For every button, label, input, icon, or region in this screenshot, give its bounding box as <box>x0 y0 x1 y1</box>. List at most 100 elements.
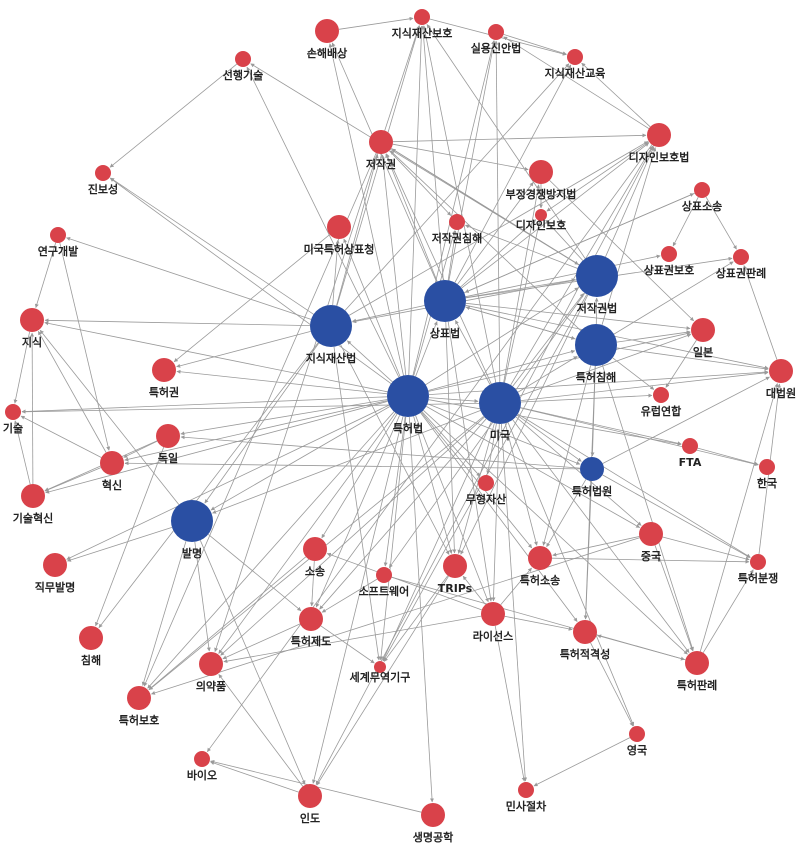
node-n33[interactable]: 특허법원 <box>572 457 612 498</box>
node-circle[interactable] <box>528 546 552 570</box>
node-n45[interactable]: 특허제도 <box>291 607 331 648</box>
node-circle[interactable] <box>199 652 223 676</box>
node-circle[interactable] <box>235 51 251 67</box>
node-n06[interactable]: 저작권 <box>366 130 396 171</box>
node-circle[interactable] <box>156 424 180 448</box>
node-n27[interactable]: 미국 <box>479 382 521 442</box>
node-n29[interactable]: 독일 <box>156 424 180 465</box>
node-circle[interactable] <box>424 280 466 322</box>
node-n35[interactable]: 기술혁신 <box>13 484 53 525</box>
node-circle[interactable] <box>194 751 210 767</box>
node-circle[interactable] <box>733 249 749 265</box>
node-circle[interactable] <box>575 324 617 366</box>
node-circle[interactable] <box>171 500 213 542</box>
node-n26[interactable]: 특허법 <box>387 375 429 435</box>
node-circle[interactable] <box>387 375 429 417</box>
node-circle[interactable] <box>443 554 467 578</box>
node-circle[interactable] <box>580 457 604 481</box>
node-n23[interactable]: 특허권 <box>149 358 179 399</box>
node-n31[interactable]: 혁신 <box>100 451 124 492</box>
node-n08[interactable]: 진보성 <box>88 165 118 196</box>
node-circle[interactable] <box>629 726 645 742</box>
node-circle[interactable] <box>488 24 504 40</box>
node-n55[interactable]: 인도 <box>298 784 322 825</box>
node-n42[interactable]: 소프트웨어 <box>359 567 410 598</box>
node-circle[interactable] <box>769 359 793 383</box>
node-n24[interactable]: 대법원 <box>766 359 796 400</box>
node-n20[interactable]: 지식재산법 <box>306 305 357 365</box>
node-circle[interactable] <box>759 459 775 475</box>
node-n28[interactable]: 기술 <box>3 404 23 435</box>
node-n21[interactable]: 일본 <box>691 318 715 359</box>
node-n48[interactable]: 의약품 <box>196 652 226 693</box>
node-circle[interactable] <box>573 620 597 644</box>
node-circle[interactable] <box>518 782 534 798</box>
node-n15[interactable]: 상표권보호 <box>644 246 695 277</box>
node-circle[interactable] <box>50 227 66 243</box>
node-n19[interactable]: 지식 <box>20 308 44 349</box>
node-n01[interactable]: 손해배상 <box>307 19 347 60</box>
node-circle[interactable] <box>529 160 553 184</box>
node-n12[interactable]: 디자인보호 <box>516 209 567 232</box>
node-circle[interactable] <box>567 49 583 65</box>
node-n40[interactable]: 특허소송 <box>520 546 560 587</box>
node-circle[interactable] <box>535 209 547 221</box>
node-circle[interactable] <box>750 554 766 570</box>
node-circle[interactable] <box>694 182 710 198</box>
node-circle[interactable] <box>576 255 618 297</box>
node-n46[interactable]: 침해 <box>79 626 103 667</box>
node-circle[interactable] <box>449 214 465 230</box>
node-n10[interactable]: 상표소송 <box>682 182 722 213</box>
node-circle[interactable] <box>479 382 521 424</box>
node-circle[interactable] <box>682 438 698 454</box>
node-circle[interactable] <box>661 246 677 262</box>
node-n47[interactable]: 특허적격성 <box>560 620 611 661</box>
node-n02[interactable]: 지식재산보호 <box>392 9 453 40</box>
node-circle[interactable] <box>43 553 67 577</box>
node-circle[interactable] <box>299 607 323 631</box>
node-n52[interactable]: 영국 <box>627 726 647 757</box>
node-circle[interactable] <box>691 318 715 342</box>
node-n07[interactable]: 디자인보호법 <box>629 123 690 164</box>
node-circle[interactable] <box>310 305 352 347</box>
node-circle[interactable] <box>414 9 430 25</box>
node-circle[interactable] <box>376 567 392 583</box>
node-n17[interactable]: 저작권법 <box>576 255 618 315</box>
node-circle[interactable] <box>20 308 44 332</box>
node-n05[interactable]: 선행기술 <box>223 51 263 82</box>
node-circle[interactable] <box>639 522 663 546</box>
node-circle[interactable] <box>374 661 386 673</box>
node-circle[interactable] <box>653 387 669 403</box>
node-n04[interactable]: 지식재산교육 <box>545 49 606 80</box>
node-n22[interactable]: 특허침해 <box>575 324 617 384</box>
node-n13[interactable]: 연구개발 <box>38 227 78 258</box>
node-n03[interactable]: 실용신안법 <box>471 24 522 55</box>
node-n36[interactable]: 발명 <box>171 500 213 560</box>
node-circle[interactable] <box>478 475 494 491</box>
node-circle[interactable] <box>100 451 124 475</box>
node-circle[interactable] <box>95 165 111 181</box>
node-circle[interactable] <box>369 130 393 154</box>
node-n51[interactable]: 세계무역기구 <box>350 661 411 684</box>
node-circle[interactable] <box>21 484 45 508</box>
node-n11[interactable]: 저작권침해 <box>432 214 483 245</box>
node-circle[interactable] <box>303 537 327 561</box>
node-n25[interactable]: 유럽연합 <box>641 387 681 418</box>
node-n18[interactable]: 상표법 <box>424 280 466 340</box>
node-n37[interactable]: 중국 <box>639 522 663 563</box>
node-n56[interactable]: 생명공학 <box>413 803 453 844</box>
node-circle[interactable] <box>315 19 339 43</box>
node-circle[interactable] <box>327 215 351 239</box>
node-n32[interactable]: 한국 <box>757 459 777 490</box>
node-n43[interactable]: TRIPs <box>438 554 473 595</box>
node-n53[interactable]: 바이오 <box>187 751 217 782</box>
node-circle[interactable] <box>5 404 21 420</box>
node-circle[interactable] <box>481 602 505 626</box>
node-n16[interactable]: 상표권판례 <box>716 249 767 280</box>
node-n44[interactable]: 라이선스 <box>473 602 513 643</box>
node-n54[interactable]: 민사절차 <box>506 782 547 813</box>
node-circle[interactable] <box>298 784 322 808</box>
node-circle[interactable] <box>647 123 671 147</box>
node-n50[interactable]: 특허보호 <box>119 686 159 727</box>
node-circle[interactable] <box>127 686 151 710</box>
